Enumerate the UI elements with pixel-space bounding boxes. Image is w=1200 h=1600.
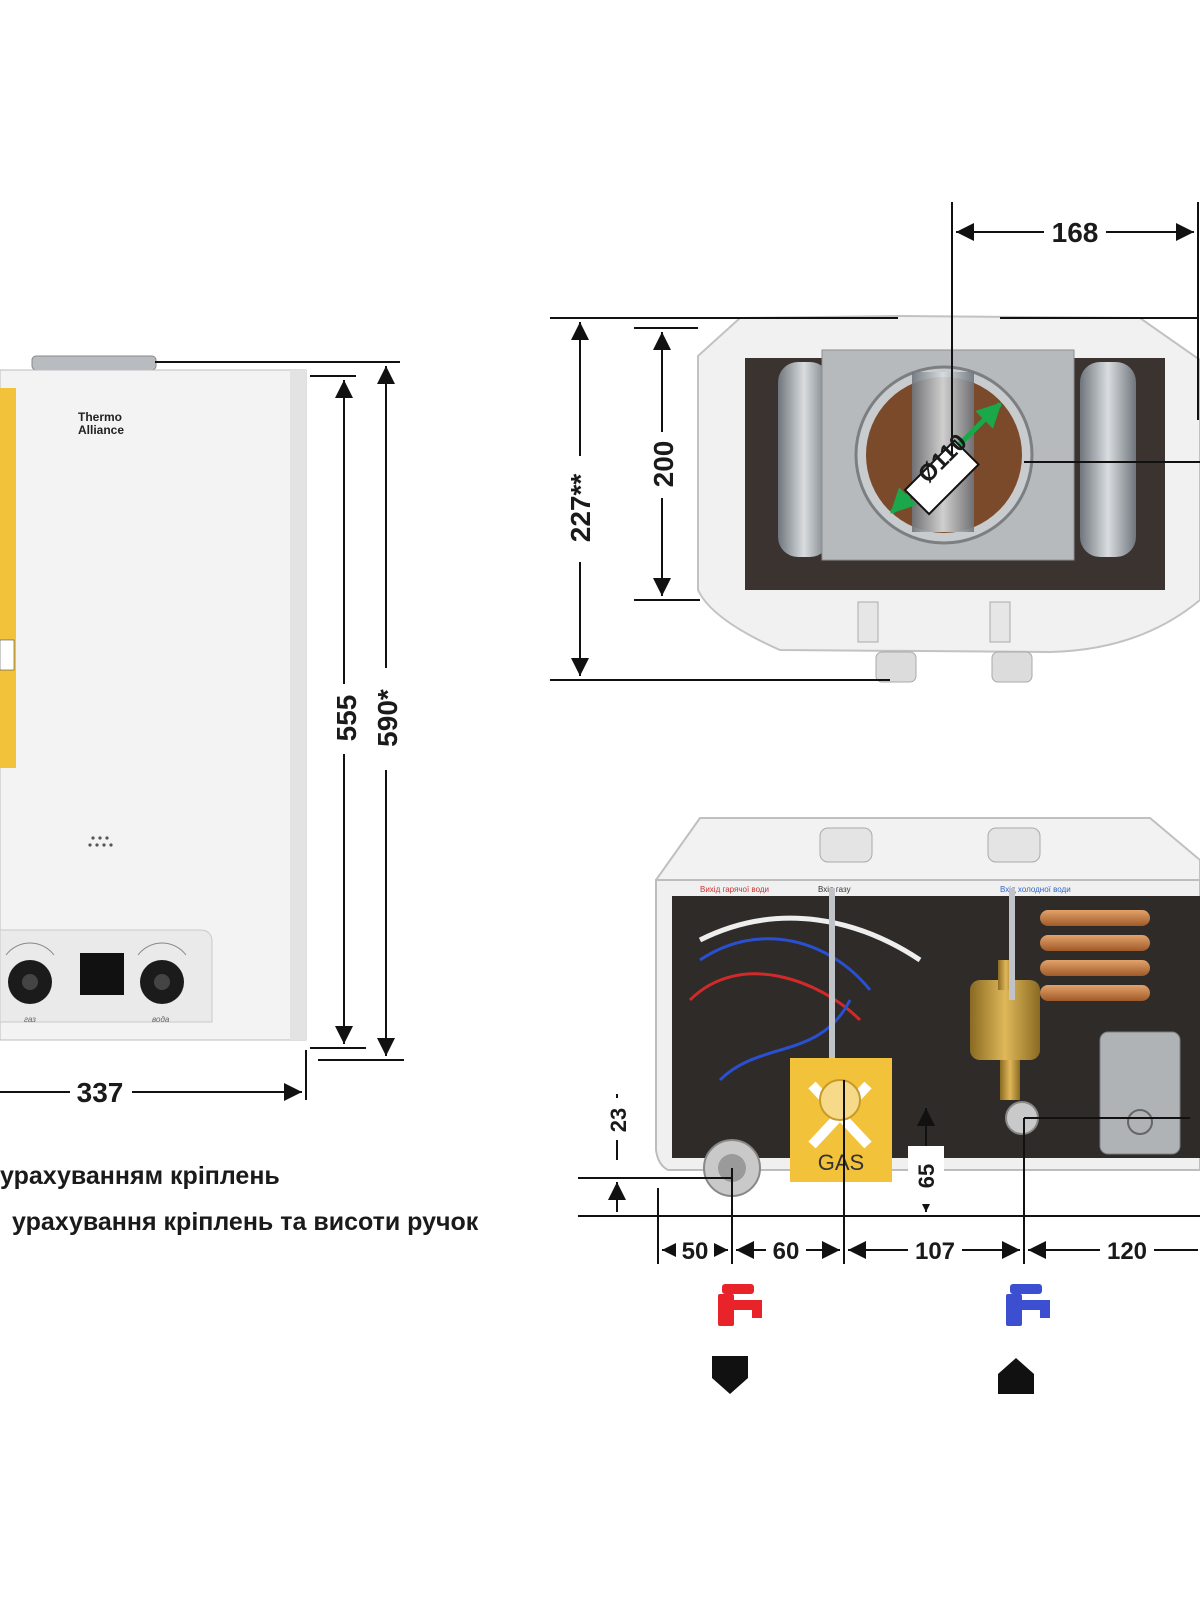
energy-sticker [0,388,16,768]
label-cold-water: Вхід холодної води [1000,885,1071,894]
gas-tag: GAS [818,1150,864,1175]
flame-window-dots [88,836,113,847]
dim-depth-total: 227** [565,474,596,543]
dim-60: 60 [773,1238,800,1265]
water-valve [970,980,1040,1060]
dim-flue-offset: 168 [1052,217,1099,248]
note-line-1: урахуванням кріплень [0,1162,280,1190]
dim-120: 120 [1107,1238,1147,1265]
dim-width: 337 [77,1077,124,1108]
gas-knob-label: газ [24,1015,36,1024]
dim-65: 65 [914,1164,939,1188]
arrow-down-icon [712,1356,748,1394]
display-screen [80,953,124,995]
dim-depth-body: 200 [648,441,679,488]
label-hot-water: Вихід гарячої води [700,885,769,894]
heater-body [0,369,307,1041]
bottom-view: Вихід гарячої води Вхід газу Вхід холодн… [655,817,1200,1197]
hot-water-tap-icon [718,1284,762,1326]
dim-height-total: 590* [372,689,403,747]
front-view: Thermo Alliance газ вода [0,355,307,1041]
front-flue-collar [31,355,157,371]
arrow-up-icon [998,1358,1034,1394]
dim-50: 50 [682,1238,709,1265]
brand-logo: Thermo [78,410,122,424]
dim-height-body: 555 [331,695,362,742]
right-cylinder [1080,362,1136,557]
cold-water-tap-icon [1006,1284,1050,1326]
dim-107: 107 [915,1238,955,1265]
left-cylinder [778,362,830,557]
dim-23: 23 [606,1108,631,1132]
top-view [697,314,1200,683]
brand-logo-line2: Alliance [78,423,124,437]
water-knob-label: вода [152,1015,170,1024]
control-box [1099,1031,1181,1155]
note-line-2: урахування кріплень та висоти ручок [12,1208,479,1236]
